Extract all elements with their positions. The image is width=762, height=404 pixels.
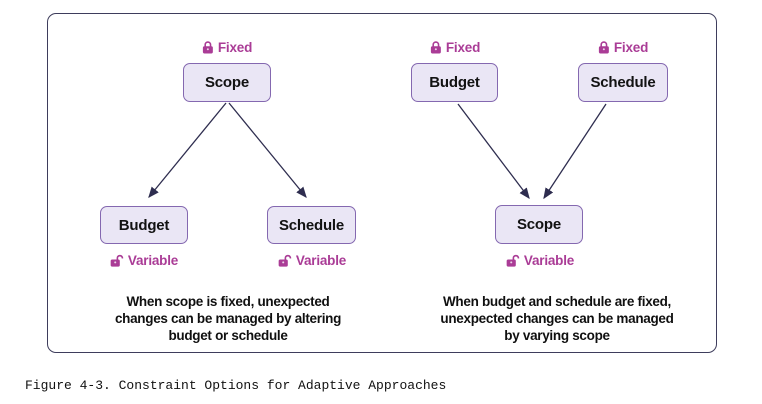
fixed-label-text: Fixed: [613, 40, 649, 55]
caption-line: by varying scope: [504, 328, 610, 343]
variable-label-left-schedule: Variable: [278, 253, 346, 268]
fixed-label-right-schedule: Fixed: [598, 40, 648, 55]
lock-icon: [202, 41, 213, 54]
lock-icon: [430, 41, 441, 54]
node-left-scope: Scope: [183, 63, 271, 102]
unlock-icon: [506, 254, 520, 267]
fixed-label-left-scope: Fixed: [202, 40, 252, 55]
left-diagram-caption: When scope is fixed, unexpected changes …: [115, 293, 341, 344]
node-label: Schedule: [278, 216, 345, 234]
caption-line: When scope is fixed, unexpected: [126, 294, 330, 309]
node-left-budget: Budget: [100, 206, 188, 244]
node-right-budget: Budget: [411, 63, 498, 102]
caption-line: changes can be managed by altering: [114, 311, 342, 326]
unlock-icon: [110, 254, 124, 267]
node-label: Scope: [516, 216, 561, 233]
variable-label-left-budget: Variable: [110, 253, 178, 268]
fixed-label-right-budget: Fixed: [430, 40, 480, 55]
right-diagram-caption: When budget and schedule are fixed, unex…: [440, 293, 673, 344]
variable-label-right-scope: Variable: [506, 253, 574, 268]
caption-line: budget or schedule: [168, 328, 288, 343]
node-label: Budget: [429, 74, 480, 91]
lock-icon: [598, 41, 609, 54]
node-label: Schedule: [590, 74, 656, 91]
node-right-schedule: Schedule: [578, 63, 668, 102]
fixed-label-text: Fixed: [217, 40, 253, 55]
caption-line: unexpected changes can be managed: [440, 311, 674, 326]
caption-line: When budget and schedule are fixed,: [442, 294, 672, 309]
node-label: Budget: [118, 216, 170, 234]
node-left-schedule: Schedule: [267, 206, 356, 244]
unlock-icon: [278, 254, 292, 267]
variable-label-text: Variable: [127, 253, 179, 268]
node-label: Scope: [204, 74, 249, 91]
figure-caption: Figure 4-3. Constraint Options for Adapt…: [25, 378, 447, 393]
fixed-label-text: Fixed: [445, 40, 481, 55]
variable-label-text: Variable: [295, 253, 347, 268]
node-right-scope: Scope: [495, 205, 583, 244]
variable-label-text: Variable: [523, 253, 575, 268]
